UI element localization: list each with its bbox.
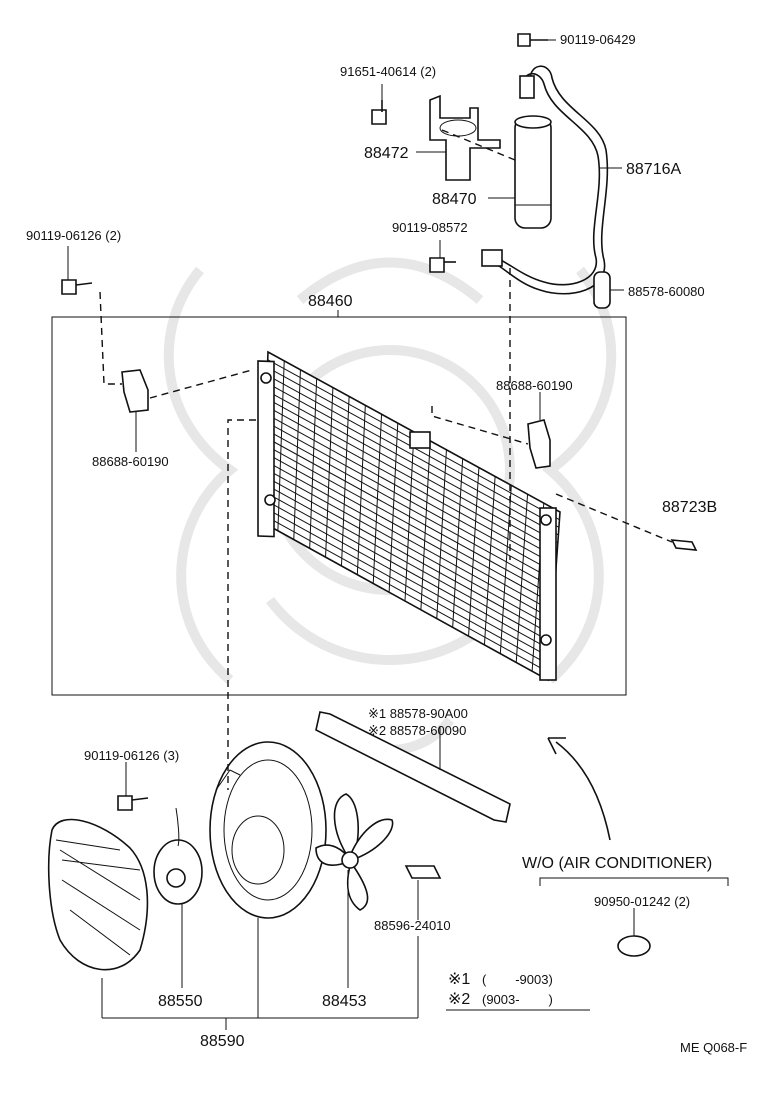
condenser-tube — [483, 476, 496, 645]
part-label: 90119-08572 — [392, 220, 468, 235]
variant-heading: W/O (AIR CONDITIONER) — [522, 855, 712, 872]
part-label: 88472 — [364, 145, 409, 162]
condenser-assembly-box — [51, 316, 627, 696]
condenser-tube — [340, 396, 350, 566]
bolt-icon — [517, 33, 548, 47]
discharge-pipe — [481, 65, 609, 295]
leader-lines — [67, 39, 729, 1030]
fan-guard — [47, 818, 149, 971]
plug — [617, 935, 651, 957]
legend-range-2: (9003- ) — [482, 992, 553, 1007]
condenser-tube — [293, 369, 301, 540]
condenser-tube — [356, 405, 366, 575]
condenser-tube — [420, 440, 431, 610]
condenser-tube — [468, 467, 480, 637]
condenser-tube — [404, 431, 415, 602]
part-label: 88688-60190 — [92, 454, 169, 469]
legend-range-1: ( -9003) — [482, 972, 553, 987]
part-label: ※2 88578-60090 — [368, 723, 466, 738]
condenser-tube — [515, 494, 529, 663]
part-label: 88550 — [158, 993, 203, 1010]
part-label: 88453 — [322, 993, 367, 1010]
part-label: 88460 — [308, 293, 353, 310]
part-label: 90119-06126 (2) — [26, 228, 121, 243]
part-label: 90119-06429 — [560, 32, 636, 47]
fan-motor — [153, 807, 203, 905]
bolt-icon — [61, 279, 93, 295]
condenser-tube — [452, 458, 464, 628]
part-label: ※1 88578-90A00 — [368, 706, 468, 721]
caution-label — [670, 539, 698, 551]
part-label: 91651-40614 (2) — [340, 64, 436, 79]
diagram-code: ME Q068-F — [680, 1040, 747, 1055]
bolt-icon — [429, 257, 456, 273]
fan-blade — [315, 793, 394, 911]
condenser-tube — [436, 449, 447, 619]
mount-bracket-left — [121, 369, 149, 413]
part-label: 88716A — [626, 161, 681, 178]
legend-mark-1: ※1 — [448, 971, 470, 988]
spacer-plate — [404, 865, 442, 879]
condenser-tube — [309, 378, 318, 549]
bolt-icon — [117, 795, 149, 811]
part-label: 88723B — [662, 499, 717, 516]
condenser-tube — [388, 423, 399, 593]
part-label: 88688-60190 — [496, 378, 573, 393]
condenser-tube — [372, 414, 383, 584]
part-label: 88578-60080 — [628, 284, 705, 299]
part-label: 90950-01242 (2) — [594, 894, 690, 909]
part-label: 88470 — [432, 191, 477, 208]
direction-arrow — [547, 737, 611, 841]
condenser-tube — [325, 387, 334, 558]
condenser-tube — [277, 360, 285, 531]
part-label: 90119-06126 (3) — [84, 748, 179, 763]
part-label: 88596-24010 — [374, 918, 451, 933]
bolt-icon — [371, 100, 387, 125]
receiver-dryer — [514, 115, 552, 229]
mount-bracket-right — [527, 419, 551, 469]
seal-strip — [315, 711, 511, 823]
receiver-bracket — [429, 94, 501, 181]
fan-shroud — [209, 741, 327, 919]
legend-mark-2: ※2 — [448, 991, 470, 1008]
pipe-clamp — [593, 271, 611, 309]
part-label: 88590 — [200, 1033, 245, 1050]
